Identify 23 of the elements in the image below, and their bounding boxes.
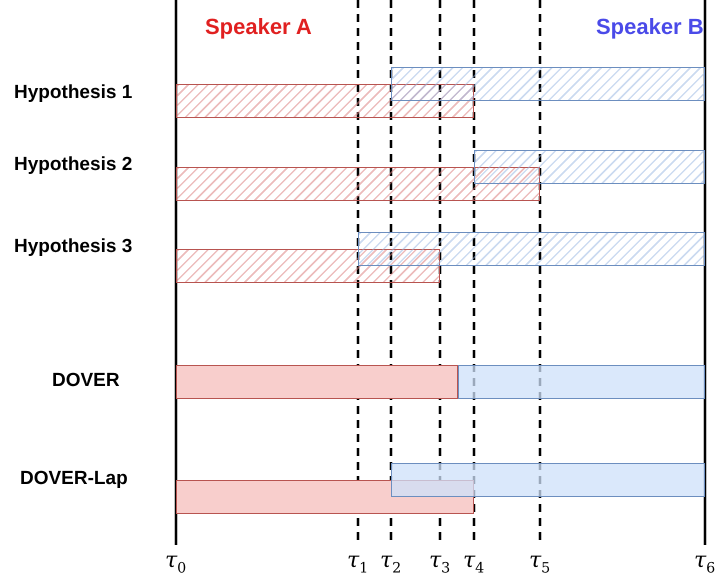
time-label: τ$_{4}$ — [463, 548, 484, 576]
row-label: DOVER — [52, 370, 120, 392]
hatched-segment-bar — [474, 150, 705, 184]
row-label: DOVER-Lap — [20, 468, 128, 490]
row-label: Hypothesis 1 — [14, 82, 132, 104]
time-label: τ$_{2}$ — [380, 548, 402, 576]
segment-bar — [391, 463, 705, 497]
hatched-segment-bar — [391, 67, 705, 101]
segment-bar — [176, 365, 458, 399]
hatched-segment-bar — [358, 232, 705, 266]
time-label: τ$_{3}$ — [429, 548, 450, 576]
speaker-label: Speaker A — [205, 14, 312, 40]
speaker-label: Speaker B — [596, 14, 704, 40]
hatched-segment-bar — [176, 84, 474, 118]
segment-bar — [458, 365, 705, 399]
time-label: τ$_{6}$ — [694, 548, 716, 576]
time-label: τ$_{5}$ — [529, 548, 550, 576]
time-label: τ$_{0}$ — [165, 548, 186, 576]
hatched-segment-bar — [176, 249, 440, 283]
row-label: Hypothesis 3 — [14, 236, 132, 258]
time-label: τ$_{1}$ — [347, 548, 368, 576]
hatched-segment-bar — [176, 167, 540, 201]
row-label: Hypothesis 2 — [14, 154, 132, 176]
